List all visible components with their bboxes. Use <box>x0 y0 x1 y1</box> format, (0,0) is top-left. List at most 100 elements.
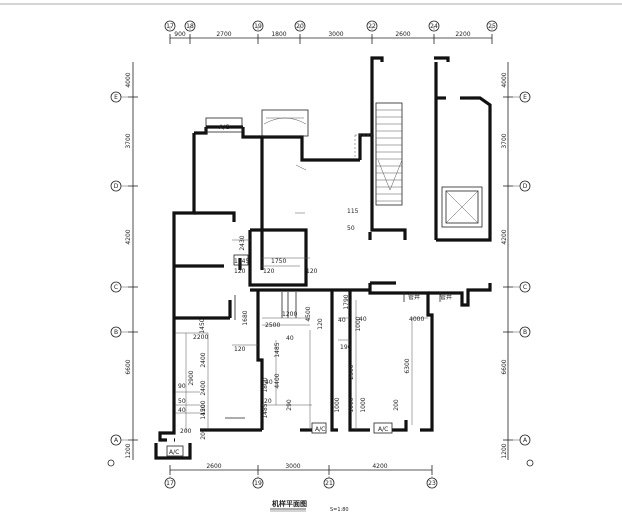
dim-right-1: 4000 <box>501 72 508 87</box>
dim-int-32: 2400 <box>200 380 207 395</box>
dim-int-30: 1800 <box>262 377 269 392</box>
dim-int-46: 200 <box>180 428 192 435</box>
dim-top-4: 3000 <box>328 31 343 38</box>
axis-bottom-21: 21 <box>325 480 333 487</box>
dim-int-13: 2500 <box>265 322 280 329</box>
label-ac-2: A/C <box>315 426 325 433</box>
dim-int-26: 4400 <box>274 373 281 388</box>
label-shaft-2: 管井 <box>440 293 452 301</box>
dim-int-9: 1790 <box>343 294 350 309</box>
dim-left-4: 6600 <box>125 359 132 374</box>
axis-top-20: 20 <box>296 23 304 30</box>
dim-int-20: 1450 <box>199 318 206 333</box>
axis-right-A: A <box>523 437 528 444</box>
dim-int-18: 120 <box>317 318 324 330</box>
axis-top-25: 25 <box>488 23 496 30</box>
axis-top-22: 22 <box>368 23 376 30</box>
dim-int-41: 200 <box>393 399 400 411</box>
dim-int-22: 2400 <box>200 352 207 367</box>
dim-int-29: 2300 <box>348 364 355 379</box>
axis-left-C: C <box>114 284 118 291</box>
dim-top-3: 1800 <box>271 31 286 38</box>
dim-int-16: 1000 <box>355 316 362 331</box>
dim-int-23: 120 <box>234 346 246 353</box>
dim-right-4: 6600 <box>501 359 508 374</box>
dim-int-45: 1000 <box>360 397 367 412</box>
dim-int-34: 1000 <box>348 397 355 412</box>
dim-int-24: 2900 <box>188 370 195 385</box>
dim-bottom-1: 2600 <box>206 463 221 470</box>
axis-right-B: B <box>523 329 527 336</box>
axis-bubbles-left <box>107 91 128 467</box>
dim-int-17: 40 <box>359 316 367 323</box>
dim-bottom-3: 4200 <box>372 463 387 470</box>
dim-int-5: 1750 <box>271 258 286 265</box>
axis-bottom-23: 23 <box>428 480 436 487</box>
dim-right-2: 3700 <box>501 133 508 148</box>
label-ac-1: A/C <box>219 124 229 131</box>
dim-int-10: 40 <box>338 317 346 324</box>
dim-int-37: 1450 <box>200 404 207 419</box>
dim-int-33: 40 <box>265 379 273 386</box>
dim-int-36: 40 <box>178 407 186 414</box>
dim-top-5: 2600 <box>395 31 410 38</box>
axis-right-D: D <box>523 183 528 190</box>
dim-top-1: 900 <box>174 31 186 38</box>
axis-bottom-17: 17 <box>166 480 174 487</box>
axis-top-17: 17 <box>166 23 174 30</box>
dim-int-25: 1485 <box>274 342 281 357</box>
axis-top-24: 24 <box>430 23 438 30</box>
dim-int-8: 120 <box>306 268 318 275</box>
axis-left-D: D <box>114 183 119 190</box>
axis-right-C: C <box>523 284 527 291</box>
axis-bottom-19: 19 <box>254 480 262 487</box>
drawing-scale: S=1:80 <box>330 507 349 513</box>
dim-int-4: 1645 <box>234 258 249 265</box>
dim-int-44: 1000 <box>334 397 341 412</box>
dim-int-38: 20 <box>264 398 272 405</box>
dim-int-40: 1200 <box>200 400 207 415</box>
dim-top-2: 2700 <box>216 31 231 38</box>
dim-left-5: 1200 <box>125 443 132 458</box>
dim-int-11: 4000 <box>409 316 424 323</box>
dim-int-31: 90 <box>178 383 186 390</box>
axis-bubbles-top <box>164 20 498 32</box>
dim-int-28: 6300 <box>404 358 411 373</box>
dim-int-35: 50 <box>178 398 186 405</box>
drawing-title: 机样平面图 <box>272 499 307 508</box>
dimension-lines <box>128 26 513 478</box>
dim-int-19: 40 <box>286 335 294 342</box>
dim-int-42: 200 <box>200 428 207 440</box>
dim-int-2: 50 <box>347 225 355 232</box>
dim-int-21: 2200 <box>193 334 208 341</box>
dim-int-7: 120 <box>263 268 275 275</box>
dim-int-39: 1485 <box>262 403 269 418</box>
dim-int-12: 1680 <box>242 310 249 325</box>
axis-right-E: E <box>523 94 527 101</box>
axis-left-E: E <box>114 94 118 101</box>
dim-right-3: 4200 <box>501 229 508 244</box>
dim-int-15: 1200 <box>282 311 297 318</box>
dim-int-27: 190 <box>340 344 352 351</box>
axis-top-19: 19 <box>254 23 262 30</box>
dim-left-3: 4200 <box>125 229 132 244</box>
dim-int-43: 290 <box>286 399 293 411</box>
dim-bottom-2: 3000 <box>285 463 300 470</box>
dim-int-1: 115 <box>347 208 359 215</box>
dim-left-1: 4000 <box>125 72 132 87</box>
axis-top-18: 18 <box>186 23 194 30</box>
axis-bubbles-right <box>513 91 534 467</box>
dim-top-6: 2200 <box>455 31 470 38</box>
dim-int-3: 2430 <box>239 235 246 250</box>
dim-int-6: 120 <box>234 268 246 275</box>
axis-bubbles-bottom <box>164 477 438 489</box>
dim-left-2: 3700 <box>125 133 132 148</box>
interior-lines <box>166 102 483 457</box>
axis-left-B: B <box>114 329 118 336</box>
dim-right-5: 1200 <box>501 443 508 458</box>
label-ac-3: A/C <box>378 426 388 433</box>
dim-int-14: 4500 <box>305 306 312 321</box>
axis-left-A: A <box>114 437 119 444</box>
label-shaft-1: 管井 <box>408 293 420 301</box>
